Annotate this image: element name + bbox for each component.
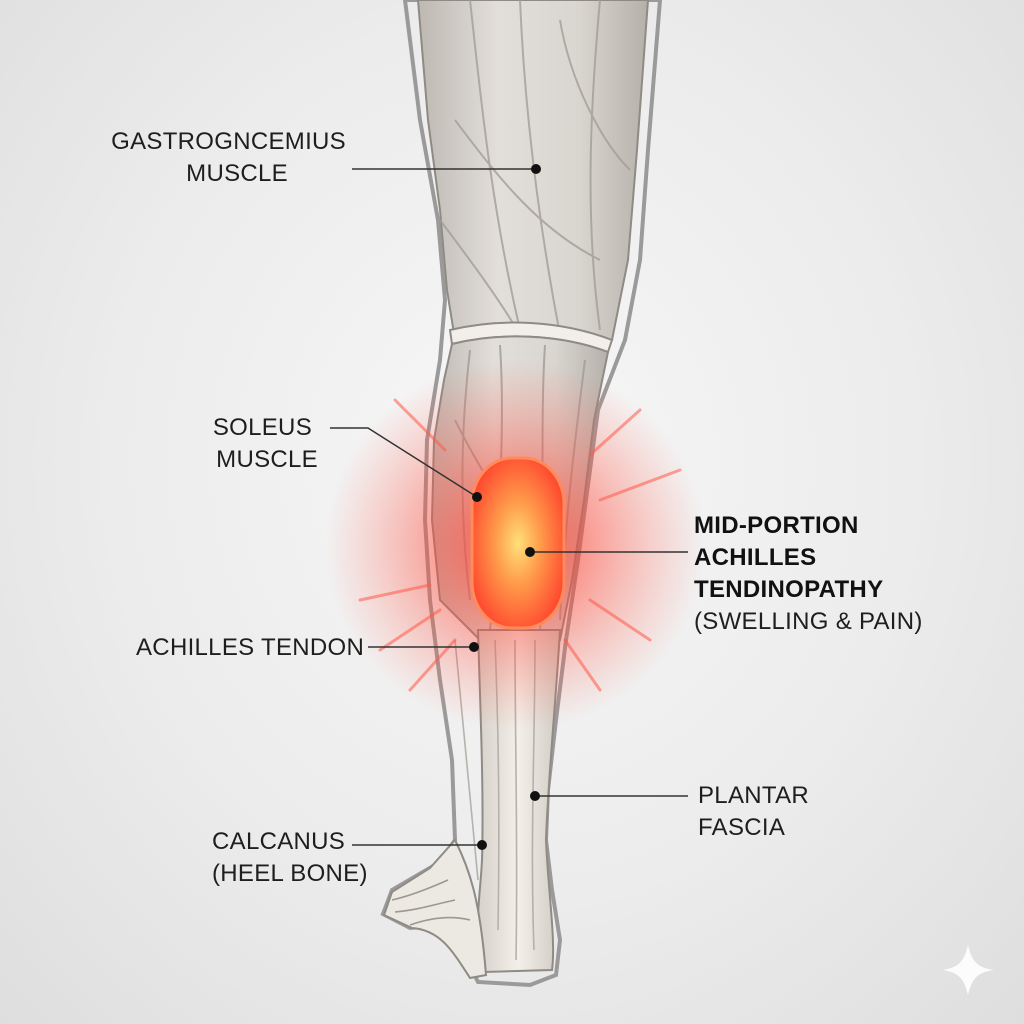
label-plantar-fascia-line2: FASCIA <box>698 814 786 841</box>
label-calcaneus-line1: CALCANUS <box>212 828 346 855</box>
label-gastrocnemius-line2: MUSCLE <box>186 160 288 187</box>
pointer-dot-achilles <box>469 642 479 652</box>
label-soleus-line1: SOLEUS <box>212 414 312 441</box>
label-gastrocnemius: GASTROGNCEMIUS MUSCLE <box>100 126 346 190</box>
label-tendinopathy-line3: TENDINOPATHY <box>694 576 884 603</box>
label-soleus: SOLEUS MUSCLE <box>200 412 318 476</box>
pointer-dot-plantar <box>530 791 540 801</box>
pointer-dot-gastrocnemius <box>531 164 541 174</box>
label-tendinopathy-line2: ACHILLES <box>694 544 817 571</box>
label-tendinopathy: MID-PORTION ACHILLES TENDINOPATHY (SWELL… <box>694 510 923 638</box>
label-achilles-tendon: ACHILLES TENDON <box>136 632 364 664</box>
label-plantar-fascia: PLANTAR FASCIA <box>698 780 809 844</box>
leader-soleus <box>330 427 478 498</box>
pointer-dot-tendinopathy <box>525 547 535 557</box>
label-plantar-fascia-line1: PLANTAR <box>698 782 810 809</box>
inflammation-rays <box>358 398 682 692</box>
label-soleus-line2: MUSCLE <box>216 446 318 473</box>
label-tendinopathy-line1: MID-PORTION <box>694 512 859 539</box>
label-gastrocnemius-line1: GASTROGNCEMIUS <box>111 128 346 155</box>
pointer-dot-calcaneus <box>477 840 487 850</box>
heel-foot <box>382 838 488 980</box>
label-tendinopathy-line4: (SWELLING & PAIN) <box>694 608 923 635</box>
sparkle-icon <box>942 945 994 995</box>
inflammation-core <box>470 456 566 630</box>
label-calcaneus: CALCANUS (HEEL BONE) <box>212 826 368 890</box>
label-calcaneus-line2: (HEEL BONE) <box>212 860 368 887</box>
pointer-dot-soleus <box>472 492 482 502</box>
label-achilles-tendon-line1: ACHILLES TENDON <box>136 634 365 661</box>
